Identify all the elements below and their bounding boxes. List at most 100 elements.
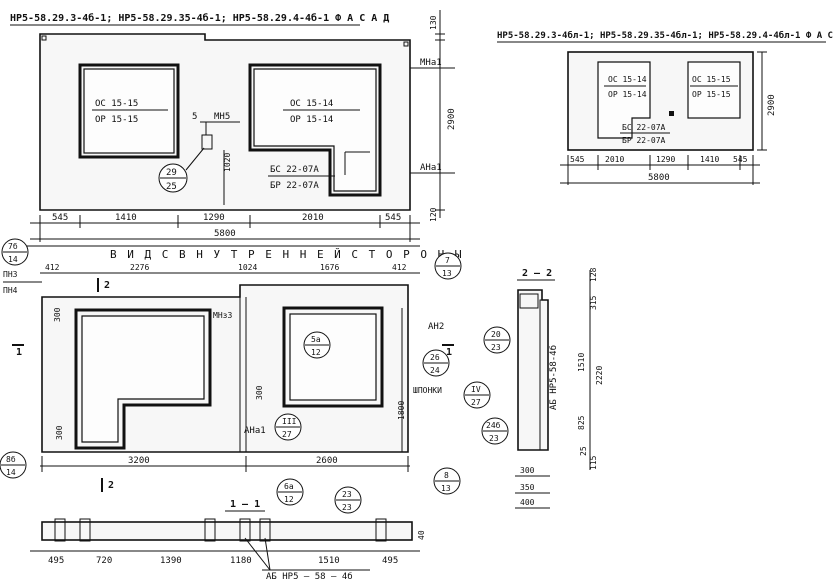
s11-leader-1	[244, 537, 271, 571]
facade-dim-3: 1290	[203, 213, 225, 223]
svg-text:23: 23	[489, 434, 499, 443]
inner-top-4: 1676	[320, 263, 339, 272]
small-dim-4: 1410	[700, 155, 719, 164]
svg-text:20: 20	[491, 330, 501, 339]
s11-dim-2: 720	[96, 556, 112, 566]
svg-text:27: 27	[282, 430, 292, 439]
s22-dim-2220: 2220	[595, 366, 604, 385]
inner-right-opening	[289, 313, 377, 401]
callout-8b: 8б 14	[0, 451, 27, 479]
section-2-2-title: 2 – 2	[522, 268, 552, 279]
mna1-label: МНа1	[420, 58, 442, 68]
mn5-num: 5	[192, 112, 197, 122]
dim-120: 120	[429, 207, 438, 222]
svg-text:23: 23	[342, 490, 352, 499]
facade-dim-4: 2010	[302, 213, 324, 223]
small-dim-2: 2010	[605, 155, 624, 164]
window-left-label-2: ОР 15-15	[95, 115, 138, 125]
inner-top-1: 412	[45, 263, 60, 272]
window-left-label-1: ОС 15-15	[95, 99, 138, 109]
svg-text:IV: IV	[471, 385, 481, 394]
callout-IV: IV 27	[463, 381, 491, 409]
inner-left-opening	[81, 315, 205, 443]
section-mark-left: 1	[16, 347, 22, 358]
lifting-loop-right	[403, 41, 409, 47]
callout-29-bottom: 25	[166, 182, 177, 192]
lifting-loop-left	[41, 35, 47, 41]
small-window-door	[597, 61, 651, 139]
svg-text:13: 13	[442, 269, 452, 278]
an2-label: АН2	[428, 322, 444, 332]
s22-vertical-label: АБ НР5-58-4б	[548, 345, 559, 410]
window-right-label-1: ОС 15-14	[290, 99, 333, 109]
ana1-inner-label: АНа1	[244, 426, 266, 436]
s11-dim-5: 1510	[318, 556, 340, 566]
svg-text:26: 26	[430, 353, 440, 362]
inner-bottom-2: 2600	[316, 456, 338, 466]
dim-300-c: 300	[255, 385, 264, 400]
small-window-right	[687, 61, 741, 119]
door-label-1: БС 22-07А	[270, 165, 319, 175]
callout-24b: 24б 23	[481, 417, 509, 445]
inner-top-5: 412	[392, 263, 407, 272]
callout-III: III 27	[274, 413, 302, 441]
svg-text:14: 14	[6, 468, 16, 477]
window-left	[83, 68, 175, 154]
svg-text:8: 8	[444, 471, 449, 480]
small-mark	[669, 111, 674, 116]
small-dim-5: 545	[733, 155, 748, 164]
callout-23: 23 23	[334, 486, 362, 514]
s22-dim-115: 115	[589, 455, 598, 470]
section-2-2-body	[517, 289, 549, 451]
svg-text:12: 12	[311, 348, 321, 357]
small-right-1: ОС 15-15	[692, 75, 731, 84]
dim-1020: 1020	[223, 153, 232, 172]
svg-text:III: III	[282, 417, 297, 426]
s11-rib-3	[204, 518, 216, 542]
svg-text:24б: 24б	[486, 420, 501, 430]
facade-dim-1: 545	[52, 213, 68, 223]
s11-dim-6: 495	[382, 556, 398, 566]
callout-7: 7 13	[434, 252, 462, 280]
small-left-1: ОС 15-14	[608, 75, 647, 84]
section-mark-right: 1	[446, 347, 452, 358]
section-mark-bottom: 2	[108, 480, 114, 491]
window-door-frame	[248, 63, 382, 197]
callout-7b: 7б 14	[1, 238, 29, 266]
section-mark-top: 2	[104, 280, 110, 291]
facade-total: 5800	[214, 229, 236, 239]
dim-1800: 1800	[397, 401, 406, 420]
inner-view-title: В И Д С В Н У Т Р Е Н Н Е Й С Т О Р О Н …	[110, 248, 464, 261]
svg-text:24: 24	[430, 366, 440, 375]
svg-text:7б: 7б	[8, 241, 18, 251]
s11-rib-1	[54, 518, 66, 542]
window-right-label-2: ОР 15-14	[290, 115, 333, 125]
s11-rib-2	[79, 518, 91, 542]
facade-title: НР5-58.29.3-4б-1; НР5-58.29.35-4б-1; НР5…	[10, 12, 389, 24]
callout-29-leader	[185, 147, 205, 171]
s22-dim-315: 315	[589, 295, 598, 310]
small-right-2: ОР 15-15	[692, 90, 731, 99]
small-dim-3: 1290	[656, 155, 675, 164]
small-total: 5800	[648, 173, 670, 183]
svg-text:8б: 8б	[6, 454, 16, 464]
pn3-label: ПН3	[3, 270, 18, 279]
callout-5a: 5а 12	[303, 331, 331, 359]
s11-rib-4	[239, 518, 251, 542]
svg-text:23: 23	[342, 503, 352, 512]
section-1-1-title: 1 – 1	[230, 499, 260, 510]
small-door-2: БР 22-07А	[622, 136, 666, 145]
s11-dim-40: 40	[417, 530, 426, 540]
s11-rib-6	[375, 518, 387, 542]
dim-300-b: 300	[55, 425, 64, 440]
facade-main: НР5-58.29.3-4б-1; НР5-58.29.35-4б-1; НР5…	[10, 10, 457, 242]
s22-rib	[539, 299, 549, 451]
s22-dim-400: 400	[520, 498, 535, 507]
inner-right-frame	[282, 306, 384, 408]
section-2-2: 2 – 2 АБ НР5-58-4б 20 23 24б 23 128 315 …	[481, 267, 604, 509]
svg-text:5а: 5а	[311, 335, 321, 344]
s22-dim-25: 25	[579, 446, 588, 456]
small-dim-1: 545	[570, 155, 585, 164]
s22-dim-350: 350	[520, 483, 535, 492]
